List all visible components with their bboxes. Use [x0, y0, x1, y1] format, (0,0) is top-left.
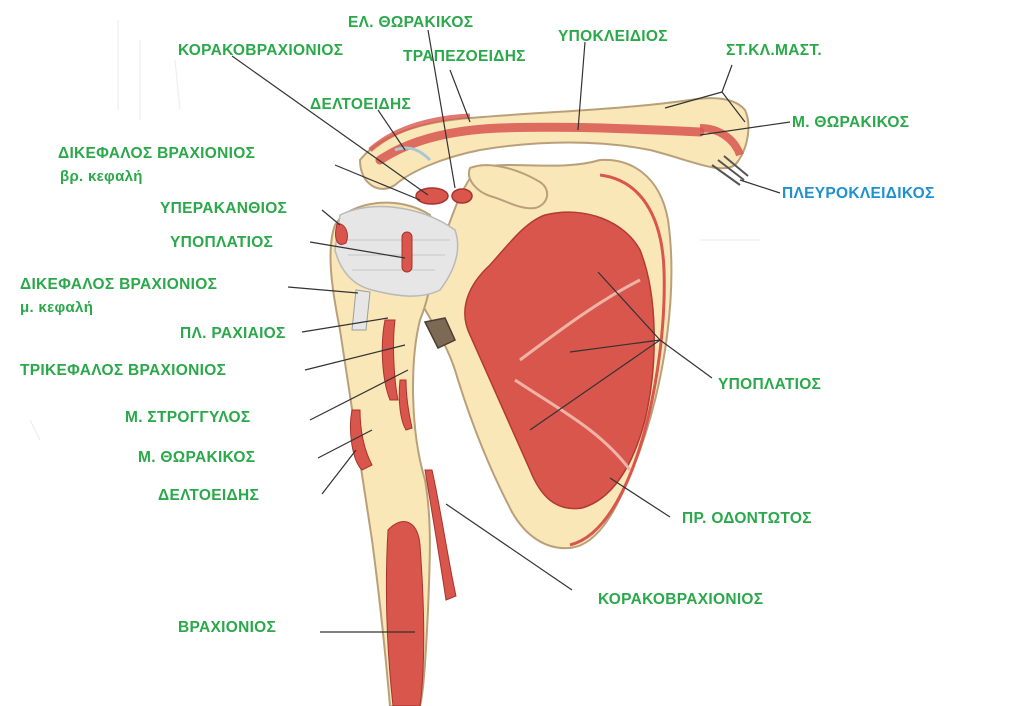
label-dikefalos-vr-1-sub: βρ. κεφαλή [60, 168, 143, 185]
leader-st-kl-mast-2 [664, 91, 723, 109]
label-ypoplatios-left: ΥΠΟΠΛΑΤΙΟΣ [170, 234, 274, 251]
leader-pr-odontotos [609, 477, 671, 518]
label-m-thorakikos-left: Μ. ΘΩΡΑΚΙΚΟΣ [138, 449, 256, 466]
tendon-lines [345, 239, 450, 271]
leader-ypoplatios-right-4 [529, 339, 661, 431]
coracobrachialis-insert [424, 469, 457, 601]
leader-m-strongylos [309, 369, 409, 421]
label-ypoplatios-right: ΥΠΟΠΛΑΤΙΟΣ [718, 376, 822, 393]
leader-ypoplatios-right-1 [659, 339, 713, 379]
leader-plevrokleidikos [739, 179, 781, 194]
leader-dikefalos-2 [287, 286, 359, 294]
leader-ypoplatios-right-2 [597, 271, 661, 341]
leader-korakovrachionios-top [231, 55, 429, 196]
label-pr-odontotos: ΠΡ. ΟΔΟΝΤΩΤΟΣ [682, 510, 812, 527]
latissimus-insert [381, 319, 399, 401]
leader-m-thorakikos-left [317, 429, 373, 459]
leader-yperakanthios [321, 209, 341, 226]
humerus [329, 201, 459, 706]
label-m-thorakikos-right: Μ. ΘΩΡΑΚΙΚΟΣ [792, 114, 910, 131]
scapula [415, 158, 673, 550]
label-st-kl-mast: ΣΤ.ΚΛ.ΜΑΣΤ. [726, 42, 822, 59]
label-yperakanthios: ΥΠΕΡΑΚΑΝΘΙΟΣ [160, 200, 288, 217]
leader-trapezoeidis [449, 69, 471, 123]
clavicle-muscle-strip [375, 122, 705, 165]
leader-ypoplatios-left [309, 241, 406, 259]
leader-st-kl-mast-3 [721, 91, 746, 123]
leader-lines [231, 29, 791, 633]
label-dikefalos-vr-2-sub: μ. κεφαλή [20, 299, 94, 316]
label-korakovrachionios-top: ΚΟΡΑΚΟΒΡΑΧΙΟΝΙΟΣ [178, 42, 344, 59]
trapezius-attach [368, 113, 471, 152]
supraspinatus-insert [335, 223, 348, 245]
label-ypokleidios: ΥΠΟΚΛΕΙΔΙΟΣ [558, 28, 668, 45]
coracoid-muscle-stump-2 [451, 188, 473, 204]
label-pl-rachiaios: ΠΛ. ΡΑΧΙΑΙΟΣ [180, 325, 286, 342]
leader-pl-rachiaios [301, 317, 389, 333]
biceps-long-tendon [351, 289, 371, 331]
label-el-thorakikos: ΕΛ. ΘΩΡΑΚΙΚΟΣ [348, 14, 474, 31]
humeral-head-tendons [334, 205, 459, 297]
subscapularis-septa-2 [514, 378, 632, 471]
leader-deltoeidis-bottom [321, 449, 357, 495]
subscapularis-insert [401, 231, 413, 273]
leader-deltoeidis-top [377, 109, 406, 151]
leader-st-kl-mast-1 [721, 64, 733, 93]
leader-m-thorakikos-right [699, 121, 791, 136]
brachialis-muscle [385, 521, 425, 706]
leader-korakovrachionios-bottom [445, 503, 573, 591]
label-trapezoeidis: ΤΡΑΠΕΖΟΕΙΔΗΣ [403, 48, 526, 65]
pectoralis-humeral-insert [349, 409, 373, 471]
sternocleidomastoid-tendon [711, 155, 749, 186]
label-m-strongylos: Μ. ΣΤΡΟΓΓΥΛΟΣ [125, 409, 251, 426]
leader-trikefalos [304, 344, 406, 371]
pectoralis-attach [699, 124, 744, 157]
label-plevrokleidikos: ΠΛΕΥΡΟΚΛΕΙΔΙΚΟΣ [782, 185, 935, 202]
serratus-strip [569, 173, 666, 547]
leader-ypoplatios-right-3 [569, 339, 661, 353]
label-trikefalos: ΤΡΙΚΕΦΑΛΟΣ ΒΡΑΧΙΟΝΙΟΣ [20, 362, 227, 379]
leader-el-thorakikos [427, 29, 456, 189]
leader-ypokleidios [577, 41, 586, 131]
teres-major-insert [398, 379, 413, 431]
subscapularis-septa [519, 278, 641, 362]
glenoid-stump [423, 317, 456, 349]
subscapularis-muscle [464, 211, 655, 510]
background-sketch [29, 20, 760, 441]
label-deltoeidis-top: ΔΕΛΤΟΕΙΔΗΣ [310, 96, 412, 113]
label-vrachionios: ΒΡΑΧΙΟΝΙΟΣ [178, 619, 277, 636]
label-dikefalos-vr-1: ΔΙΚΕΦΑΛΟΣ ΒΡΑΧΙΟΝΙΟΣ [58, 145, 256, 162]
coracoid-process [467, 164, 549, 210]
label-dikefalos-vr-2: ΔΙΚΕΦΑΛΟΣ ΒΡΑΧΙΟΝΙΟΣ [20, 276, 218, 293]
leader-dikefalos-1 [334, 164, 421, 201]
label-deltoeidis-bottom: ΔΕΛΤΟΕΙΔΗΣ [158, 487, 260, 504]
label-korakovrachionios-bottom: ΚΟΡΑΚΟΒΡΑΧΙΟΝΙΟΣ [598, 591, 764, 608]
clavicle [358, 97, 750, 190]
deltoid-stripe [394, 146, 432, 162]
